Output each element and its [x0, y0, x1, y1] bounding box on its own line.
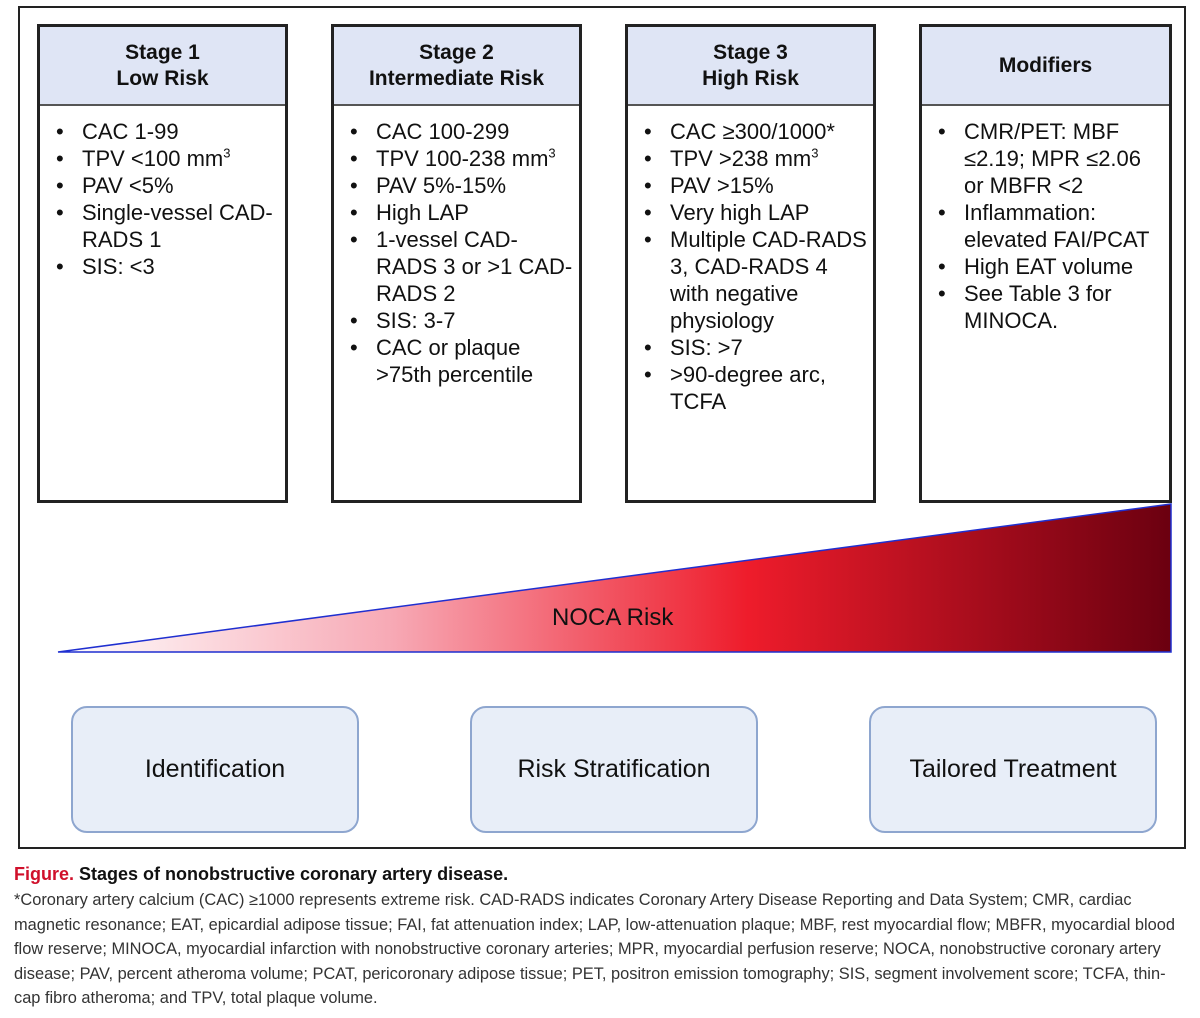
bullet-text: High LAP: [376, 200, 469, 225]
stage-3-title: Stage 3: [713, 40, 788, 64]
bullet-item: Single-vessel CAD-RADS 1: [56, 199, 279, 253]
bullet-text: Very high LAP: [670, 200, 810, 225]
bullet-text: SIS: 3-7: [376, 308, 456, 333]
bullet-text: High EAT volume: [964, 254, 1134, 279]
modifiers-list: CMR/PET: MBF ≤2.19; MPR ≤2.06 or MBFR <2…: [922, 118, 1169, 334]
bullet-text: PAV >15%: [670, 173, 774, 198]
bullet-item: CAC or plaque >75th percentile: [350, 334, 573, 388]
bullet-item: PAV 5%-15%: [350, 172, 573, 199]
bullet-item: High EAT volume: [938, 253, 1163, 280]
bullet-item: TPV <100 mm3: [56, 145, 279, 172]
bullet-text: Single-vessel CAD-RADS 1: [82, 200, 273, 252]
superscript: 3: [223, 145, 231, 161]
bullet-item: CMR/PET: MBF ≤2.19; MPR ≤2.06 or MBFR <2: [938, 118, 1163, 199]
bullet-text: SIS: <3: [82, 254, 155, 279]
stage-3-header: Stage 3 High Risk: [628, 27, 873, 106]
bullet-item: CAC 100-299: [350, 118, 573, 145]
bullet-item: CAC ≥300/1000*: [644, 118, 867, 145]
bullet-text: >90-degree arc, TCFA: [670, 362, 826, 414]
bullet-text: 1-vessel CAD-RADS 3 or >1 CAD-RADS 2: [376, 227, 573, 306]
stage-2-title: Stage 2: [419, 40, 494, 64]
bullet-text: TPV <100 mm: [82, 146, 224, 171]
bullet-text: CMR/PET: MBF ≤2.19; MPR ≤2.06 or MBFR <2: [964, 119, 1142, 198]
bullet-item: SIS: <3: [56, 253, 279, 280]
bullet-item: SIS: 3-7: [350, 307, 573, 334]
stage-3-list: CAC ≥300/1000*TPV >238 mm3PAV >15%Very h…: [628, 118, 873, 415]
bullet-item: TPV 100-238 mm3: [350, 145, 573, 172]
stage-3-subtitle: High Risk: [702, 66, 799, 90]
bullet-text: Inflammation: elevated FAI/PCAT: [964, 200, 1150, 252]
caption-title: Figure. Stages of nonobstructive coronar…: [14, 862, 1190, 886]
identification-box: Identification: [71, 706, 359, 833]
bullet-item: TPV >238 mm3: [644, 145, 867, 172]
stage-2-box: Stage 2 Intermediate Risk CAC 100-299TPV…: [331, 24, 582, 503]
caption-notes: *Coronary artery calcium (CAC) ≥1000 rep…: [14, 891, 1175, 1007]
bullet-text: CAC or plaque >75th percentile: [376, 335, 534, 387]
modifiers-box: Modifiers CMR/PET: MBF ≤2.19; MPR ≤2.06 …: [919, 24, 1172, 503]
bullet-text: CAC 100-299: [376, 119, 510, 144]
noca-risk-triangle: [57, 503, 1172, 653]
bullet-text: CAC 1-99: [82, 119, 179, 144]
bullet-item: CAC 1-99: [56, 118, 279, 145]
bullet-item: 1-vessel CAD-RADS 3 or >1 CAD-RADS 2: [350, 226, 573, 307]
bullet-item: Multiple CAD-RADS 3, CAD-RADS 4 with neg…: [644, 226, 867, 334]
stage-2-subtitle: Intermediate Risk: [368, 66, 545, 90]
caption-prefix: Figure.: [14, 864, 75, 884]
tailored-treatment-box: Tailored Treatment: [869, 706, 1157, 833]
stage-1-title: Stage 1: [125, 40, 200, 64]
bullet-item: See Table 3 for MINOCA.: [938, 280, 1163, 334]
bullet-text: PAV <5%: [82, 173, 174, 198]
stage-1-header: Stage 1 Low Risk: [40, 27, 285, 106]
stage-2-header: Stage 2 Intermediate Risk: [334, 27, 579, 106]
bullet-item: >90-degree arc, TCFA: [644, 361, 867, 415]
noca-risk-wedge: [57, 503, 1172, 653]
bullet-text: See Table 3 for MINOCA.: [964, 281, 1112, 333]
bullet-item: PAV <5%: [56, 172, 279, 199]
noca-risk-label: NOCA Risk: [552, 604, 674, 631]
stage-1-subtitle: Low Risk: [116, 66, 209, 90]
figure-caption: Figure. Stages of nonobstructive coronar…: [14, 862, 1190, 1011]
bullet-item: PAV >15%: [644, 172, 867, 199]
bullet-text: CAC ≥300/1000*: [670, 119, 835, 144]
bullet-text: PAV 5%-15%: [376, 173, 507, 198]
stage-1-list: CAC 1-99TPV <100 mm3PAV <5%Single-vessel…: [40, 118, 285, 280]
stage-2-list: CAC 100-299TPV 100-238 mm3PAV 5%-15%High…: [334, 118, 579, 388]
bullet-text: Multiple CAD-RADS 3, CAD-RADS 4 with neg…: [670, 227, 867, 333]
bullet-item: Very high LAP: [644, 199, 867, 226]
stage-3-box: Stage 3 High Risk CAC ≥300/1000*TPV >238…: [625, 24, 876, 503]
bullet-text: TPV 100-238 mm: [376, 146, 549, 171]
risk-stratification-box: Risk Stratification: [470, 706, 758, 833]
modifiers-title: Modifiers: [998, 53, 1093, 77]
stage-1-box: Stage 1 Low Risk CAC 1-99TPV <100 mm3PAV…: [37, 24, 288, 503]
bullet-item: Inflammation: elevated FAI/PCAT: [938, 199, 1163, 253]
bullet-item: High LAP: [350, 199, 573, 226]
caption-title-text: Stages of nonobstructive coronary artery…: [74, 864, 509, 884]
bullet-text: SIS: >7: [670, 335, 743, 360]
superscript: 3: [811, 145, 819, 161]
bullet-text: TPV >238 mm: [670, 146, 812, 171]
superscript: 3: [548, 145, 556, 161]
bullet-item: SIS: >7: [644, 334, 867, 361]
modifiers-header: Modifiers: [922, 27, 1169, 106]
